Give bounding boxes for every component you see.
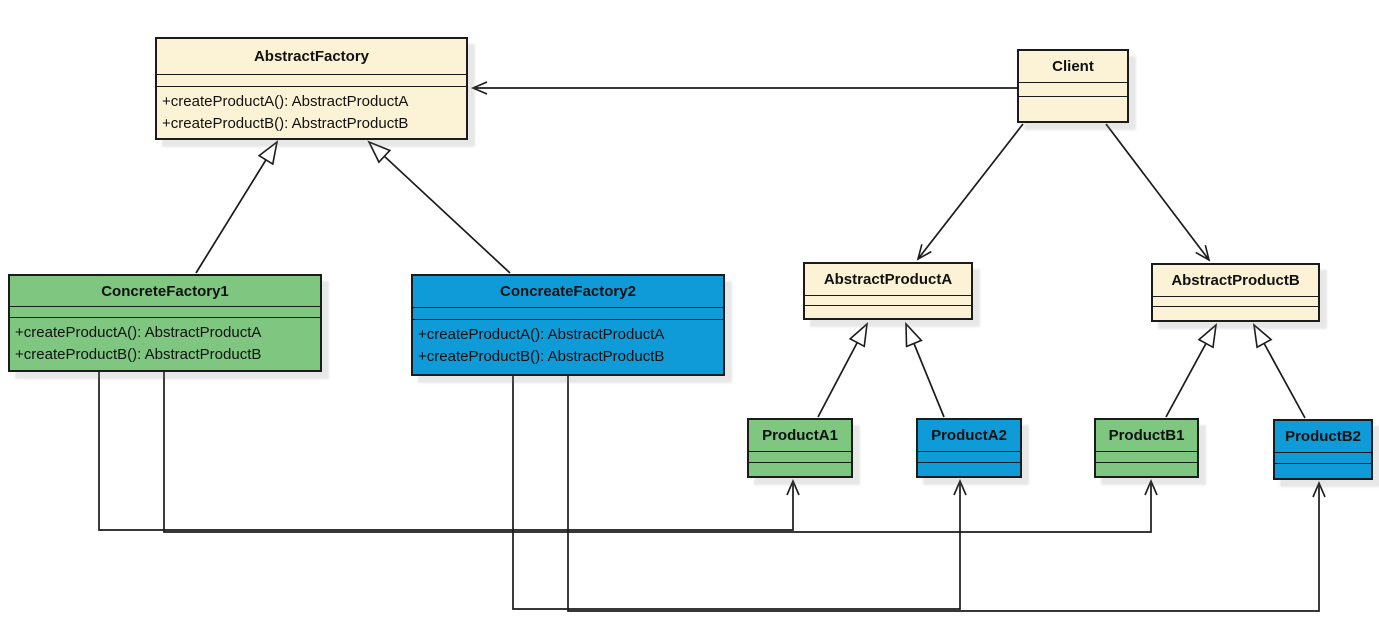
class-attributes [157, 75, 466, 87]
class-title: ProductB1 [1096, 420, 1197, 452]
class-methods [749, 463, 851, 476]
generalization-concretefactory1-to-abstractfactory [195, 142, 277, 274]
generalization-producta1-to-abstractproducta [817, 324, 867, 418]
class-methods [1275, 464, 1371, 478]
class-methods [918, 463, 1020, 476]
generalization-productb1-to-abstractproductb [1165, 325, 1216, 418]
class-attributes [1153, 297, 1318, 307]
class-attributes [10, 307, 320, 318]
class-title: Client [1019, 51, 1127, 83]
method-line: +createProductA(): AbstractProductA [15, 324, 262, 341]
arrow-client-to-abstractproducta [916, 123, 1024, 261]
class-attributes [749, 452, 851, 463]
class-producta1: ProductA1 [747, 418, 853, 478]
class-title: ProductA1 [749, 420, 851, 452]
class-producta2: ProductA2 [916, 418, 1022, 478]
class-abstractproducta: AbstractProductA [803, 262, 973, 320]
class-attributes [1019, 83, 1127, 97]
class-title: ConcreateFactory2 [413, 276, 723, 308]
class-methods: +createProductA(): AbstractProductA +cre… [10, 318, 320, 370]
class-attributes [413, 308, 723, 320]
method-line: +createProductA(): AbstractProductA [162, 93, 409, 110]
class-title: ConcreteFactory1 [10, 276, 320, 307]
class-productb1: ProductB1 [1094, 418, 1199, 478]
creates-concretefactory1-to-producta1 [98, 371, 800, 531]
creates-concreatefactory2-to-productb2 [567, 375, 1326, 612]
generalization-productb2-to-abstractproductb [1254, 325, 1306, 419]
method-line: +createProductA(): AbstractProductA [418, 326, 665, 343]
class-title: AbstractProductB [1153, 265, 1318, 297]
method-line: +createProductB(): AbstractProductB [15, 346, 262, 363]
method-line: +createProductB(): AbstractProductB [162, 115, 409, 132]
generalization-concreatefactory2-to-abstractfactory [369, 142, 511, 274]
class-methods: +createProductA(): AbstractProductA +cre… [413, 320, 723, 374]
class-abstractproductb: AbstractProductB [1151, 263, 1320, 322]
class-title: AbstractFactory [157, 39, 466, 75]
class-concreatefactory2: ConcreateFactory2 +createProductA(): Abs… [411, 274, 725, 376]
class-title: ProductB2 [1275, 421, 1371, 453]
method-line: +createProductB(): AbstractProductB [418, 348, 665, 365]
class-title: AbstractProductA [805, 264, 971, 296]
class-methods [1096, 463, 1197, 476]
class-abstractfactory: AbstractFactory +createProductA(): Abstr… [155, 37, 468, 140]
class-title: ProductA2 [918, 420, 1020, 452]
creates-concretefactory1-to-productb1 [163, 371, 1158, 533]
class-attributes [805, 296, 971, 306]
generalization-producta2-to-abstractproducta [906, 324, 945, 418]
class-client: Client [1017, 49, 1129, 123]
class-concretefactory1: ConcreteFactory1 +createProductA(): Abst… [8, 274, 322, 372]
class-methods [1019, 97, 1127, 121]
class-methods [1153, 307, 1318, 320]
arrow-client-to-abstractproductb [1105, 123, 1211, 262]
class-attributes [1096, 452, 1197, 463]
class-productb2: ProductB2 [1273, 419, 1373, 480]
class-attributes [1275, 453, 1371, 464]
class-methods [805, 306, 971, 318]
class-methods: +createProductA(): AbstractProductA +cre… [157, 87, 466, 138]
class-attributes [918, 452, 1020, 463]
creates-concreatefactory2-to-producta2 [512, 375, 967, 610]
